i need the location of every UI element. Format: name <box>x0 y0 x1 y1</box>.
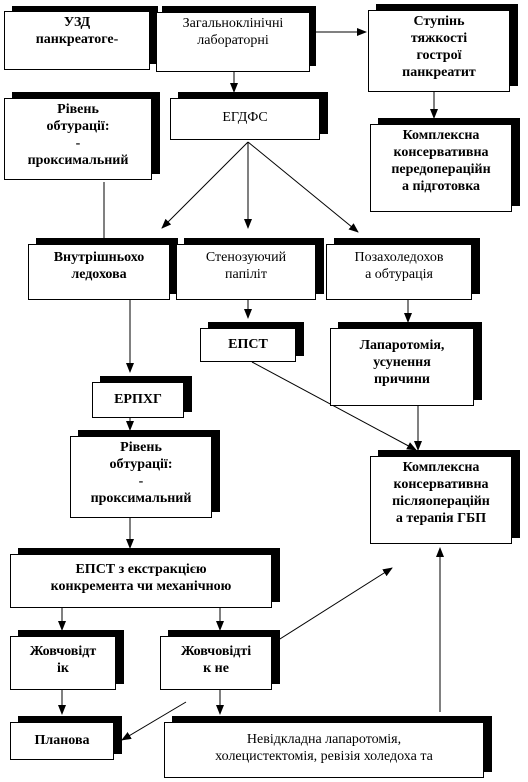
node-intraductal-line-2: ледохова <box>71 267 127 282</box>
node-stenosis-line-1: Стенозуючий <box>205 250 287 265</box>
node-postop-line-4: а терапія ГБП <box>395 511 487 526</box>
node-level1-line-1: Рівень <box>57 102 99 117</box>
node-level1: Рівень обтурації: - проксимальний <box>4 92 160 180</box>
node-erpcg-line-1: ЕРПХГ <box>114 392 162 407</box>
node-laparotomy: Лапаротомія, усунення причини <box>330 322 482 406</box>
node-stenosis-line-2: папіліт <box>225 267 267 282</box>
node-level2-line-4: проксимальний <box>90 491 192 506</box>
node-stenosis: Стенозуючий папіліт <box>176 238 324 300</box>
node-level2: Рівень обтурації: - проксимальний <box>70 430 220 518</box>
node-outflow-yes: Жовчовідт ік <box>10 630 124 690</box>
node-egdfs-line-1: ЕГДФС <box>222 110 268 125</box>
node-preop-line-4: а підготовка <box>401 179 481 194</box>
node-labs-line-1: Загальноклінічні <box>182 16 284 31</box>
node-labs-line-2: лабораторні <box>197 33 269 48</box>
edge-urgent-to-planned <box>121 701 187 741</box>
node-uzd-line-1: УЗД <box>63 15 91 30</box>
node-outflow-no: Жовчовідті к не <box>160 630 280 690</box>
node-laparotomy-line-1: Лапаротомія, <box>359 338 445 353</box>
node-planned: Планова <box>10 716 122 760</box>
node-laparotomy-line-3: причини <box>373 372 430 387</box>
node-severity-line-1: Ступінь <box>413 14 465 29</box>
edge-egdfs-to-extraductal <box>247 141 359 233</box>
edge-egdfs-to-intraductal <box>161 141 249 229</box>
node-preop-line-3: передопераційн <box>391 162 491 177</box>
node-level2-line-2: обтурації: <box>109 457 173 472</box>
node-level1-line-2: обтурації: <box>46 119 110 134</box>
node-preop: Комплексна консервативна передопераційн … <box>370 118 520 212</box>
node-urgent-line-2: холецистектомія, ревізія холедоха та <box>215 749 433 764</box>
node-urgent-line-1: Невідкладна лапаротомія, <box>246 732 402 747</box>
node-preop-line-2: консервативна <box>393 145 489 160</box>
node-outflow-yes-line-2: ік <box>57 661 69 676</box>
edge-outflow-no-to-postop <box>271 567 393 645</box>
node-laparotomy-line-2: усунення <box>373 355 431 370</box>
node-severity-line-4: панкреатит <box>402 65 476 80</box>
edge-epst1-to-postop <box>251 361 417 451</box>
node-epst1-line-1: ЕПСТ <box>228 337 268 352</box>
node-outflow-no-line-1: Жовчовідті <box>180 644 252 659</box>
node-outflow-no-line-2: к не <box>203 661 229 676</box>
node-erpcg: ЕРПХГ <box>92 376 192 418</box>
node-epst1: ЕПСТ <box>200 322 304 362</box>
node-level2-line-1: Рівень <box>120 440 162 455</box>
node-epst2-line-1: ЕПСТ з екстракцією <box>75 562 207 577</box>
node-level2-line-3: - <box>138 474 144 489</box>
node-intraductal: Внутрішньохо ледохова <box>28 238 178 300</box>
node-urgent: Невідкладна лапаротомія, холецистектомія… <box>164 716 492 778</box>
node-severity: Ступінь тяжкості гострої панкреатит <box>368 4 518 92</box>
node-postop-line-2: консервативна <box>393 477 489 492</box>
node-epst2: ЕПСТ з екстракцією конкремента чи механі… <box>10 548 280 608</box>
node-severity-line-2: тяжкості <box>410 31 468 46</box>
node-egdfs: ЕГДФС <box>170 92 328 140</box>
node-postop-line-1: Комплексна <box>402 460 480 475</box>
node-outflow-yes-line-1: Жовчовідт <box>29 644 97 659</box>
node-uzd-line-2: панкреатоге- <box>35 32 119 47</box>
node-uzd: УЗД панкреатоге- <box>4 6 158 70</box>
node-preop-line-1: Комплексна <box>402 128 480 143</box>
node-severity-line-3: гострої <box>416 48 462 63</box>
node-planned-line-1: Планова <box>34 733 90 748</box>
node-intraductal-line-1: Внутрішньохо <box>53 250 145 265</box>
node-level1-line-3: - <box>75 136 81 151</box>
node-level1-line-4: проксимальний <box>27 153 129 168</box>
node-extraductal-line-1: Позахоледохов <box>354 250 444 265</box>
node-postop-line-3: післяопераційн <box>392 494 490 509</box>
node-labs: Загальноклінічні лабораторні <box>156 6 316 72</box>
node-extraductal: Позахоледохов а обтурація <box>326 238 480 300</box>
node-extraductal-line-2: а обтурація <box>365 267 433 282</box>
node-epst2-line-2: конкремента чи механічною <box>50 579 232 594</box>
node-postop: Комплексна консервативна післяопераційн … <box>370 450 520 544</box>
